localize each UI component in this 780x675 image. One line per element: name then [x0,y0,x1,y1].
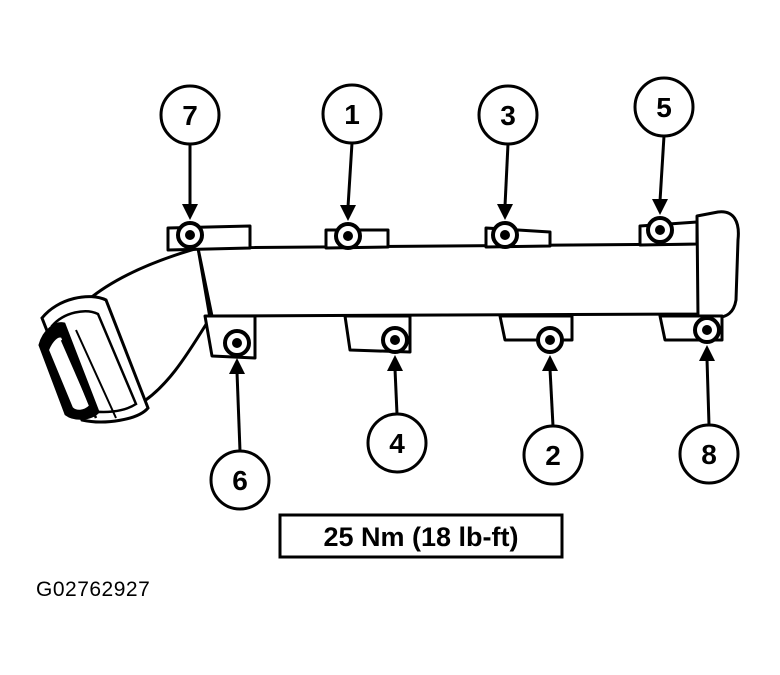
bolt-4 [381,326,409,354]
arrow-4 [387,355,403,415]
callout-number-8: 8 [701,439,717,470]
arrow-6 [229,358,245,452]
callout-8: 8 [678,423,740,485]
callout-2: 2 [522,424,584,486]
bolt-6 [223,329,251,357]
bolt-1 [334,222,362,250]
callout-6: 6 [209,449,271,511]
arrow-7 [182,144,198,220]
bolt-3 [491,221,519,249]
callout-1: 1 [321,83,383,145]
bolt-8 [693,316,721,344]
bolt-callouts: 7 1 3 5 6 4 2 8 [159,76,740,511]
torque-spec-box [278,513,564,559]
outlet-flange [38,295,150,424]
callout-number-2: 2 [545,440,561,471]
callout-5: 5 [633,76,695,138]
arrow-8 [699,345,715,426]
callout-3: 3 [477,84,539,146]
callout-4: 4 [366,412,428,474]
manifold-end-cap [695,210,740,320]
callout-number-1: 1 [344,99,360,130]
callout-number-6: 6 [232,465,248,496]
bolt-7 [176,221,204,249]
manifold-log [196,242,716,318]
callout-number-3: 3 [500,100,516,131]
arrow-5 [652,135,668,215]
arrow-1 [340,142,356,221]
torque-spec-label: 25 Nm (18 lb-ft) [323,522,518,552]
bolt-5 [646,216,674,244]
callout-number-5: 5 [656,92,672,123]
callout-7: 7 [159,84,221,146]
callout-number-4: 4 [389,428,405,459]
bolt-2 [536,326,564,354]
callout-number-7: 7 [182,100,198,131]
arrow-3 [497,143,513,220]
figure-id-label: G02762927 [36,578,151,601]
arrow-2 [542,355,558,427]
